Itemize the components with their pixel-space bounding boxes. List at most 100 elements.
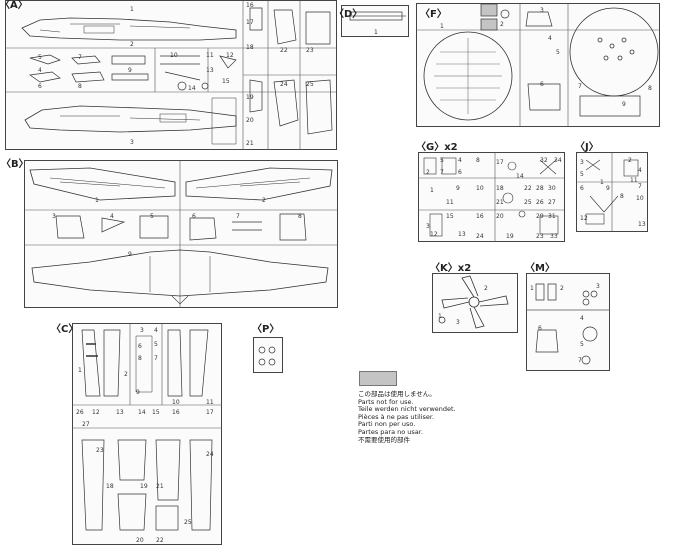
- part-number: 7: [236, 213, 240, 220]
- part-number: 23: [536, 233, 544, 240]
- part-number: 1: [438, 313, 442, 320]
- sprue-g-frame: [418, 152, 565, 242]
- part-number: 2: [130, 41, 134, 48]
- part-number: 3: [540, 7, 544, 14]
- part-number: 21: [246, 140, 254, 147]
- part-number: 21: [156, 483, 164, 490]
- part-number: 18: [496, 185, 504, 192]
- not-used-swatch: [359, 371, 397, 386]
- part-number: 5: [38, 54, 42, 61]
- wing-lower: [31, 249, 329, 305]
- part-number: 4: [38, 67, 42, 74]
- part-number: 9: [606, 185, 610, 192]
- part-number: 6: [138, 343, 142, 350]
- part-number: 3: [130, 139, 134, 146]
- part-number: 8: [620, 193, 624, 200]
- part-number: 12: [226, 52, 234, 59]
- part-number: 6: [38, 83, 42, 90]
- part-number: 7: [578, 83, 582, 90]
- sprue-b-small-parts: [55, 213, 307, 241]
- part-number: 13: [458, 231, 466, 238]
- part-number: 3: [456, 319, 460, 326]
- part-number: 24: [280, 81, 288, 88]
- part-number: 31: [548, 213, 556, 220]
- part-number: 17: [496, 159, 504, 166]
- not-used-legend: この部品は使用しません。 Parts not for use. Teile we…: [358, 390, 456, 444]
- part-number: 5: [580, 341, 584, 348]
- part-number: 33: [550, 233, 558, 240]
- part-number: 16: [246, 2, 254, 9]
- wing-upper-right: [185, 167, 333, 201]
- part-number: 2: [484, 285, 488, 292]
- part-number: 2: [560, 285, 564, 292]
- sprue-a-small-parts: [29, 54, 237, 145]
- part-number: 8: [476, 157, 480, 164]
- part-number: 6: [192, 213, 196, 220]
- part-number: 12: [92, 409, 100, 416]
- sprue-k-frame: [432, 273, 518, 333]
- part-number: 25: [524, 199, 532, 206]
- part-number: 23: [306, 47, 314, 54]
- legend-line-es: Partes para no usar.: [358, 427, 423, 436]
- part-number: 9: [622, 101, 626, 108]
- part-number: 20: [246, 117, 254, 124]
- part-number: 18: [246, 44, 254, 51]
- part-number: 8: [138, 355, 142, 362]
- part-number: 4: [638, 167, 642, 174]
- part-number: 2: [426, 169, 430, 176]
- sprue-c-lower-parts: [81, 439, 213, 531]
- part-number: 19: [246, 94, 254, 101]
- sprue-f-frame: [416, 3, 660, 127]
- sprue-k-label: 〈K〉x2: [430, 263, 472, 274]
- part-number: 19: [140, 483, 148, 490]
- sprue-a-runners: [5, 0, 337, 150]
- part-number: 9: [128, 251, 132, 258]
- part-number: 6: [538, 325, 542, 332]
- part-number: 8: [648, 85, 652, 92]
- part-number: 26: [76, 409, 84, 416]
- part-number: 6: [458, 169, 462, 176]
- part-number: 1: [440, 23, 444, 30]
- part-number: 16: [476, 213, 484, 220]
- part-number: 10: [172, 399, 180, 406]
- part-number: 30: [548, 185, 556, 192]
- part-number: 9: [136, 389, 140, 396]
- part-number: 18: [106, 483, 114, 490]
- part-number: 4: [580, 315, 584, 322]
- part-number: 20: [136, 537, 144, 544]
- part-number: 9: [128, 67, 132, 74]
- sprue-f-small-parts: [480, 3, 641, 117]
- part-number: 7: [440, 169, 444, 176]
- part-number: 3: [426, 223, 430, 230]
- part-number: 27: [82, 421, 90, 428]
- part-number: 4: [548, 35, 552, 42]
- part-number: 24: [476, 233, 484, 240]
- sprue-j-label: 〈J〉: [575, 142, 599, 153]
- part-number: 7: [638, 183, 642, 190]
- part-number: 2: [262, 197, 266, 204]
- part-number: 5: [556, 49, 560, 56]
- part-number: 11: [446, 199, 454, 206]
- part-number: 1: [600, 179, 604, 186]
- sprue-g-label: 〈G〉x2: [416, 142, 458, 153]
- sprue-c-flaps: [81, 329, 209, 397]
- canopy-disc-right: [569, 7, 659, 97]
- part-number: 25: [306, 81, 314, 88]
- part-number: 12: [430, 231, 438, 238]
- part-number: 14: [188, 85, 196, 92]
- part-number: 9: [456, 185, 460, 192]
- part-number: 15: [222, 78, 230, 85]
- part-number: 5: [150, 213, 154, 220]
- part-number: 11: [630, 177, 638, 184]
- part-number: 23: [96, 447, 104, 454]
- sprue-b-runners: [24, 160, 338, 308]
- part-number: 34: [554, 157, 562, 164]
- part-number: 19: [506, 233, 514, 240]
- part-number: 8: [298, 213, 302, 220]
- part-number: 21: [496, 199, 504, 206]
- legend-line-zh: 不需要使用的部件: [358, 435, 410, 444]
- part-number: 28: [536, 185, 544, 192]
- part-number: 3: [580, 159, 584, 166]
- part-number: 3: [52, 213, 56, 220]
